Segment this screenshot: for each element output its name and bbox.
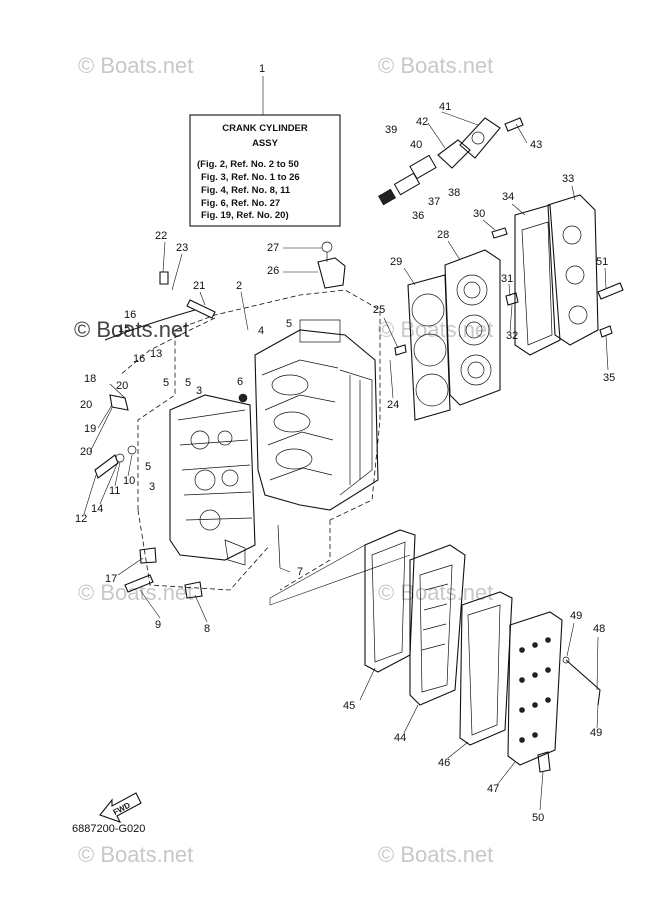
fwd-label: FWD — [112, 800, 133, 817]
spark-plug — [597, 282, 624, 300]
callout-3a: 3 — [196, 385, 202, 397]
crankcase-block — [169, 394, 256, 566]
exhaust-plate-44 — [409, 544, 466, 706]
exhaust-bolt-50 — [537, 751, 551, 773]
cylinder-block — [254, 319, 379, 511]
watermarks: © Boats.net © Boats.net © Boats.net © Bo… — [74, 53, 493, 867]
callout-16b: 16 — [133, 353, 145, 365]
callout-33: 33 — [562, 173, 574, 185]
callout-21: 21 — [193, 280, 205, 292]
callout-46: 46 — [438, 757, 450, 769]
callout-4: 4 — [258, 325, 264, 337]
callout-7: 7 — [297, 566, 303, 578]
title-line-1: CRANK CYLINDER — [222, 123, 308, 134]
title-line-5: Fig. 4, Ref. No. 8, 11 — [201, 185, 291, 196]
callout-44: 44 — [394, 732, 406, 744]
callout-5c: 5 — [185, 377, 191, 389]
callout-51: 51 — [596, 256, 608, 268]
title-box: CRANK CYLINDER ASSY (Fig. 2, Ref. No. 2 … — [189, 76, 341, 227]
watermark-bottom-right: © Boats.net — [378, 842, 493, 867]
callout-37: 37 — [428, 196, 440, 208]
callout-18: 18 — [84, 373, 96, 385]
callout-30: 30 — [473, 208, 485, 220]
callout-39: 39 — [385, 124, 397, 136]
title-line-4: Fig. 3, Ref. No. 1 to 26 — [201, 172, 300, 183]
callout-23: 23 — [176, 242, 188, 254]
callout-22: 22 — [155, 230, 167, 242]
callout-5b: 5 — [163, 377, 169, 389]
callout-49a: 49 — [570, 610, 582, 622]
watermark-top-right: © Boats.net — [378, 53, 493, 78]
title-line-7: Fig. 19, Ref. No. 20) — [201, 210, 289, 221]
head-cover-gasket — [514, 204, 561, 356]
bracket — [317, 241, 346, 289]
callout-11: 11 — [109, 485, 120, 497]
thermostat-assembly — [378, 117, 524, 206]
head-gasket — [407, 274, 451, 421]
callout-27: 27 — [267, 242, 279, 254]
cylinder-head — [444, 249, 501, 406]
callout-10: 10 — [123, 475, 135, 487]
pipe-48-49 — [562, 656, 601, 706]
callout-38: 38 — [448, 187, 460, 199]
callout-24: 24 — [387, 399, 399, 411]
watermark-top-left: © Boats.net — [78, 53, 193, 78]
callout-29: 29 — [390, 256, 402, 268]
callout-50: 50 — [532, 812, 544, 824]
watermark-lower-left: © Boats.net — [78, 580, 193, 605]
callout-31: 31 — [501, 273, 513, 285]
callout-14: 14 — [91, 503, 103, 515]
exhaust-gasket-46 — [459, 591, 513, 746]
callout-20a: 20 — [80, 399, 92, 411]
title-line-6: Fig. 6, Ref. No. 27 — [201, 198, 280, 209]
callout-43: 43 — [530, 139, 542, 151]
callout-5d: 5 — [145, 461, 151, 473]
hose-fittings — [94, 309, 281, 599]
watermark-mid-right: © Boats.net — [378, 317, 493, 342]
callout-32: 32 — [506, 330, 518, 342]
callout-2: 2 — [236, 280, 242, 292]
fwd-arrow-icon: FWD — [99, 792, 142, 823]
watermark-lower-right: © Boats.net — [378, 580, 493, 605]
callout-36: 36 — [412, 210, 424, 222]
callout-17: 17 — [105, 573, 117, 585]
callout-34: 34 — [502, 191, 514, 203]
callout-8: 8 — [204, 623, 210, 635]
callout-40: 40 — [410, 139, 422, 151]
callouts: 1 2 3 3 4 5 5 5 5 6 7 8 9 10 11 12 13 14… — [75, 63, 615, 824]
callout-42: 42 — [416, 116, 428, 128]
callout-12: 12 — [75, 513, 87, 525]
callout-9: 9 — [155, 619, 161, 631]
callout-16a: 16 — [124, 309, 136, 321]
title-line-2: ASSY — [252, 138, 279, 149]
diagram-code: 6887200-G020 — [72, 823, 145, 835]
callout-48: 48 — [593, 623, 605, 635]
callout-47: 47 — [487, 783, 499, 795]
callout-45: 45 — [343, 700, 355, 712]
callout-49b: 49 — [590, 727, 602, 739]
callout-5a: 5 — [286, 318, 292, 330]
callout-20b: 20 — [116, 380, 128, 392]
callout-6: 6 — [237, 376, 243, 388]
exhaust-cover-47 — [507, 611, 563, 766]
callout-41: 41 — [439, 101, 451, 113]
callout-28: 28 — [437, 229, 449, 241]
callout-19: 19 — [84, 423, 96, 435]
callout-35: 35 — [603, 372, 615, 384]
callout-15: 15 — [118, 323, 130, 335]
callout-26: 26 — [267, 265, 279, 277]
head-cover — [547, 194, 599, 346]
callout-3b: 3 — [149, 481, 155, 493]
callout-13: 13 — [150, 348, 162, 360]
bolts — [159, 227, 613, 356]
leader-lines — [83, 111, 609, 811]
callout-1: 1 — [259, 63, 265, 75]
callout-25: 25 — [373, 304, 385, 316]
watermark-bottom-left: © Boats.net — [78, 842, 193, 867]
callout-20c: 20 — [80, 446, 92, 458]
title-line-3: (Fig. 2, Ref. No. 2 to 50 — [197, 159, 299, 170]
